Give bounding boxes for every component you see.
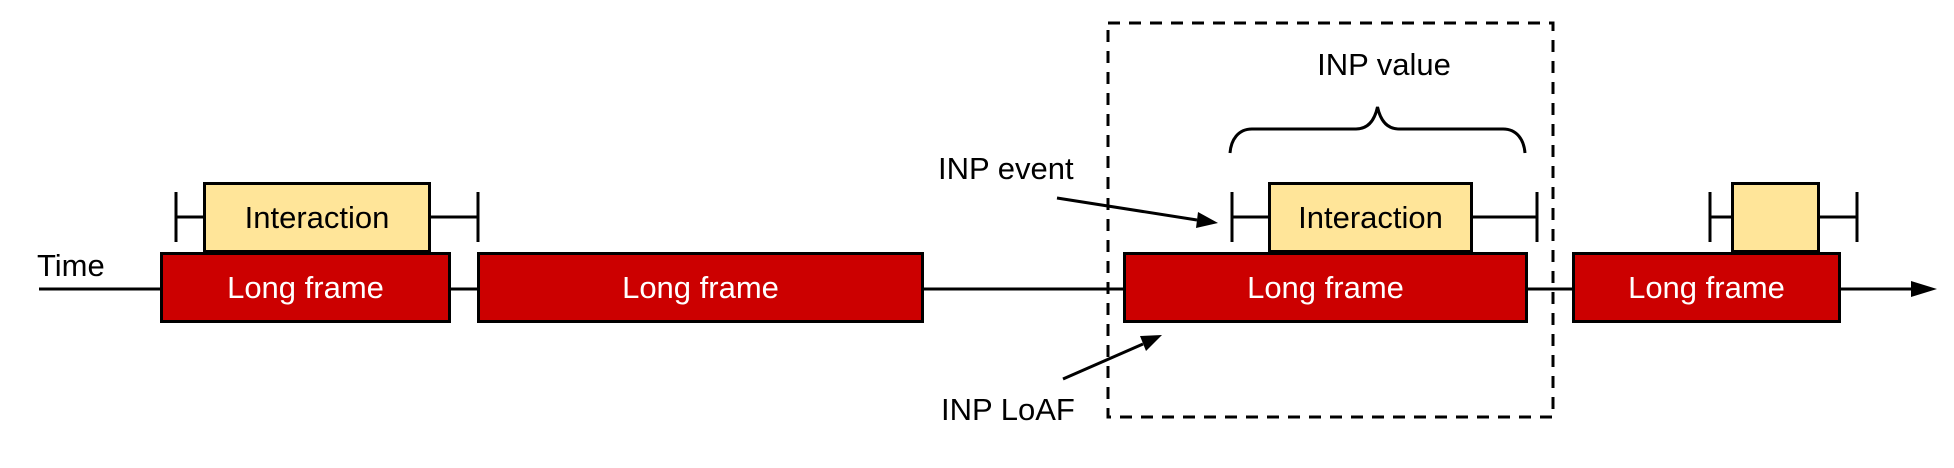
long-frame-box-4: Long frame [1572,252,1841,323]
long-frame-label: Long frame [1247,270,1404,305]
interaction-box-2: Interaction [1268,182,1473,253]
interaction-label: Interaction [244,200,390,235]
inp-event-arrowhead-icon [1196,212,1218,228]
long-frame-label: Long frame [622,270,779,305]
inp-loaf-arrow [1062,342,1144,381]
interaction-box-1: Interaction [203,182,431,253]
long-frame-label: Long frame [227,270,384,305]
long-frame-box-1: Long frame [160,252,451,323]
long-frame-label: Long frame [1628,270,1785,305]
inp-loaf-group-outline [1106,21,1555,419]
interaction-label: Interaction [1298,200,1443,235]
time-axis-label: Time [37,248,105,283]
inp-value-label: INP value [1317,47,1451,82]
interaction-box-3 [1731,182,1820,253]
long-frame-box-2: Long frame [477,252,924,323]
inp-event-label: INP event [938,151,1074,186]
interaction-3-whiskers [1708,192,1859,242]
inp-value-brace-icon [1228,106,1527,154]
inp-loaf-arrowhead-icon [1140,335,1162,351]
inp-loaf-label: INP LoAF [941,392,1075,427]
interaction-2-whiskers [1230,192,1539,242]
long-frame-box-3: Long frame [1123,252,1528,323]
inp-event-arrow [1056,196,1198,222]
timeline-arrowhead-icon [1911,281,1937,297]
interaction-1-whiskers [174,192,480,242]
